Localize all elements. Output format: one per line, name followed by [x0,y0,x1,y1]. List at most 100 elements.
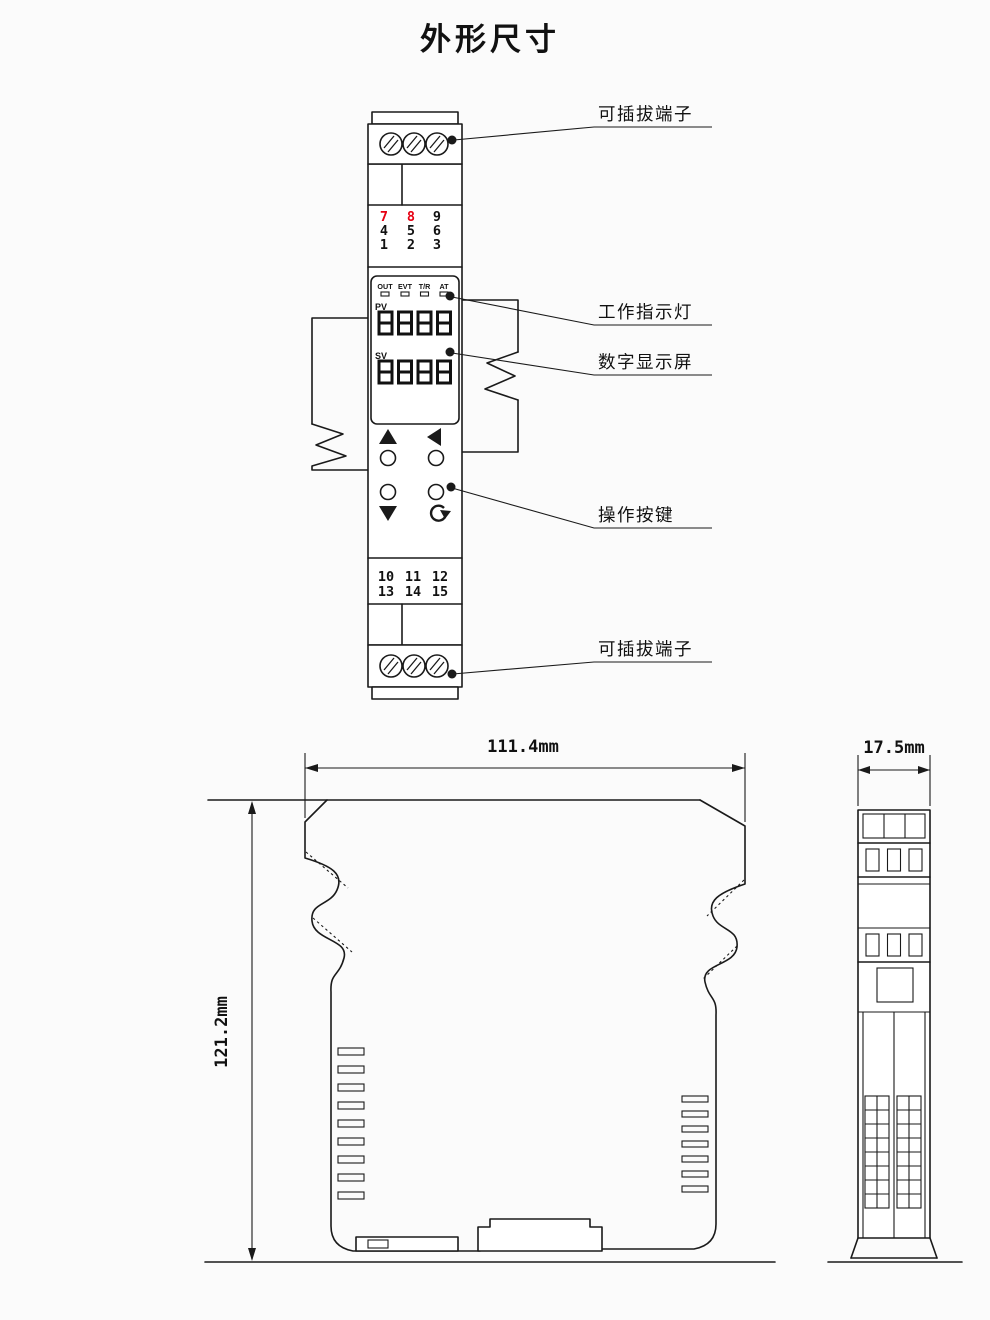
leader-display [451,352,712,376]
hidden-edge [305,851,349,889]
slide-clip-notch [367,1239,389,1249]
depth-dimension: 17.5mm [857,738,931,806]
dim-arrow-left [305,764,318,772]
terminal-number: 4 [380,223,388,239]
terminal-screw-icon [402,654,426,678]
status-label-out: OUT [377,282,393,291]
side-profile [204,799,776,1263]
return-button [427,483,445,501]
dim-arrow-left [858,766,870,774]
callout-dot-terminal-top [447,135,457,145]
operation-buttons [379,428,456,522]
return-loop-arrowhead [440,510,451,519]
din-rail-right-wing [461,299,519,453]
terminal-number: 9 [433,209,441,225]
height-dimension: 121.2mm [212,801,256,1261]
return-loop-icon [429,504,447,522]
left-button [427,449,445,467]
terminal-end [886,933,902,957]
din-rail-section [477,1218,603,1252]
pv-label: PV [375,302,387,312]
front-view: 7 8 9 4 5 6 1 2 3 OUT EVT T/R AT PV [311,111,519,700]
terminal-screw-icon [379,654,403,678]
callout-terminal-top: 可插拔端子 [598,104,693,124]
status-led [380,291,390,297]
left-arrow-icon [427,428,441,446]
slide-clip [355,1236,459,1252]
dim-arrow-up [248,801,256,814]
up-button [379,449,397,467]
terminal-numbers-bottom: 10 11 12 13 14 15 [378,569,448,600]
vent-grid-right [896,1095,922,1209]
height-dimension-label: 121.2mm [212,996,232,1068]
down-button [379,483,397,501]
vent-slots-right [681,1095,709,1193]
callout-digital-display: 数字显示屏 [598,352,693,372]
dim-arrow-down [248,1248,256,1261]
terminal-number: 15 [432,584,448,600]
terminal-number: 1 [380,237,388,253]
terminal-end [865,848,880,872]
callout-dot-display [445,347,455,357]
terminal-end [865,933,880,957]
terminal-end [908,933,923,957]
terminal-number: 12 [432,569,448,585]
leader-terminal-bottom [452,661,712,675]
vent-slots-left [337,1047,365,1200]
hidden-edge [312,917,353,953]
terminal-end [886,848,902,872]
depth-dimension-label: 17.5mm [863,738,924,758]
callout-dot-terminal-bottom [447,669,457,679]
end-view: 17.5mm [827,738,963,1263]
page-title: 外形尺寸 [420,22,560,57]
terminal-number: 11 [405,569,421,585]
terminal-number: 8 [407,209,415,225]
sv-label: SV [375,351,387,361]
status-label-evt: EVT [398,282,413,291]
terminal-block-top [367,111,463,165]
callout-dot-indicator [445,291,455,301]
hidden-edge [701,945,738,981]
clip-window [876,967,914,1003]
side-view: 111.4mm 121.2mm [204,737,776,1263]
status-label-at: AT [439,282,449,291]
status-led [419,291,430,297]
display-panel: OUT EVT T/R AT PV SV [370,275,460,425]
din-rail-left-wing [311,317,369,471]
vent-grid-left [864,1095,890,1209]
terminal-block-bottom [367,644,463,700]
width-dimension-label: 111.4mm [487,737,559,757]
callout-indicator-light: 工作指示灯 [598,302,693,322]
status-label-tr: T/R [419,282,431,291]
callout-terminal-bottom: 可插拔端子 [598,639,693,659]
terminal-number: 13 [378,584,394,600]
terminal-number: 2 [407,237,415,253]
terminal-number: 7 [380,209,388,225]
terminal-number: 10 [378,569,394,585]
down-arrow-icon [379,506,397,521]
callout-labels: 可插拔端子 工作指示灯 数字显示屏 操作按键 可插拔端子 [451,104,712,675]
hidden-edge [706,879,745,917]
terminal-numbers-top: 7 8 9 4 5 6 1 2 3 [380,209,441,253]
leader-terminal-top [453,126,712,141]
callout-operation-buttons: 操作按键 [598,505,674,525]
terminal-number: 5 [407,223,415,239]
terminal-number: 14 [405,584,421,600]
up-arrow-icon [379,429,397,444]
status-led [400,291,410,297]
callout-dot-buttons [446,482,456,492]
leader-indicator [451,296,712,326]
dim-arrow-right [918,766,930,774]
terminal-screw-icon [425,654,449,678]
width-dimension: 111.4mm [304,737,746,822]
terminal-number: 6 [433,223,441,239]
terminal-screw-icon [425,132,449,156]
end-profile [827,809,963,1263]
terminal-number: 3 [433,237,441,253]
terminal-screw-icon [379,132,403,156]
terminal-screw-icon [402,132,426,156]
dim-arrow-right [732,764,745,772]
terminal-end [908,848,923,872]
